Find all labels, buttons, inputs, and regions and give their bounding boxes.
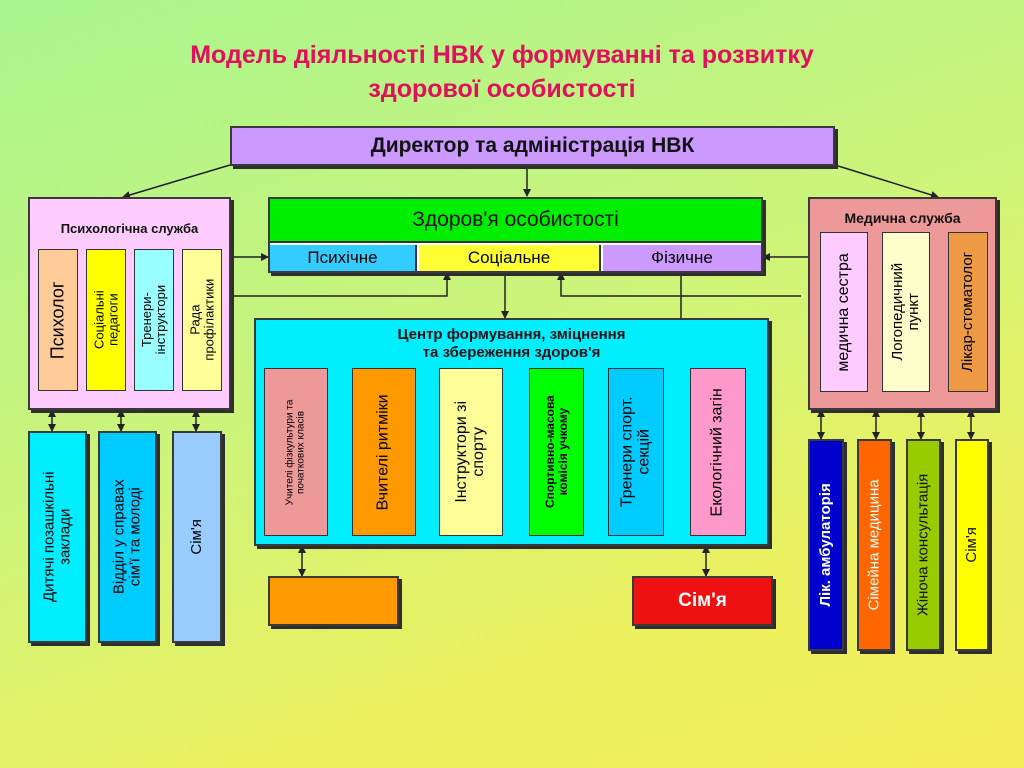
member-text: Рада (187, 304, 203, 336)
member-text: Спортивно-масова (542, 395, 557, 509)
dyusha-box (268, 576, 399, 626)
health-center-title: Центр формування, зміцнення та збереженн… (256, 326, 767, 362)
partner-text: Відділ у справах (110, 479, 128, 595)
partner-text: Жіноча консультація (914, 473, 932, 617)
partner-text: Дитячі позашкільні (40, 471, 58, 603)
member-text: Тренери- (139, 292, 155, 348)
center-title-line-1: Центр формування, зміцнення (397, 326, 626, 343)
aspect-psychic-label: Психічне (307, 248, 378, 267)
director-label: Директор та адміністрація НВК (370, 134, 695, 157)
health-center-panel: Центр формування, зміцнення та збереженн… (254, 318, 769, 546)
partner-text: Сім'я (963, 527, 981, 563)
psych-service-title: Психологічна служба (60, 221, 199, 236)
partner-text: заклади (56, 508, 74, 566)
center-member-rhythm-teachers: Вчителі ритміки (352, 368, 416, 536)
partner-text: Лік. амбулаторія (817, 483, 835, 607)
member-text: медична сестра (834, 252, 852, 372)
medical-member-dentist: Лікар-стоматолог (948, 232, 988, 392)
psych-member-psychologist: Психолог (38, 249, 78, 391)
medical-partner-womens-consultation: Жіноча консультація (906, 439, 941, 651)
member-text: Лікар-стоматолог (959, 251, 977, 373)
member-text: Соціальні (91, 290, 107, 350)
center-family-label: Сім'я (678, 590, 727, 611)
member-text: Логопедичний (889, 263, 907, 361)
member-text: педагоги (105, 293, 121, 347)
member-text: Вчителі ритміки (374, 394, 392, 510)
medical-service-panel: Медична служба медична сестра Логопедичн… (808, 197, 997, 410)
aspect-physical-label: Фізичне (651, 248, 713, 267)
center-family-box: Сім'я (632, 576, 773, 626)
psych-member-coaches: Тренери-інструктори (134, 249, 174, 391)
director-box: Директор та адміністрація НВК (230, 126, 835, 166)
health-title-box: Здоров'я особистості (270, 199, 761, 243)
title-line-2: здорової особистості (368, 75, 636, 103)
health-title: Здоров'я особистості (412, 208, 619, 231)
member-text: секцій (635, 429, 653, 475)
member-text: комісія учкому (555, 408, 570, 496)
member-text: профілактики (201, 279, 216, 361)
member-text: Екологічний загін (708, 387, 726, 517)
aspect-physical: Фізичне (603, 245, 761, 271)
medical-service-title: Медична служба (844, 210, 961, 226)
aspect-social-label: Соціальне (467, 248, 551, 267)
member-text: пункт (905, 293, 923, 331)
diagram-title: Модель діяльності НВК у формуванні та ро… (112, 38, 892, 106)
medical-member-nurse: медична сестра (820, 232, 868, 392)
member-text: Інструктори зі (453, 401, 471, 503)
center-member-section-coaches: Тренери спорт.секцій (608, 368, 664, 536)
member-text: Тренери спорт. (618, 396, 636, 508)
member-text: початкових класів (295, 410, 306, 494)
member-text: інструктори (153, 285, 168, 355)
member-text: спорту (470, 427, 488, 477)
member-text: Психолог (47, 281, 68, 359)
title-line-1: Модель діяльності НВК у формуванні та ро… (190, 41, 814, 69)
medical-partner-family: Сім'я (955, 439, 989, 651)
center-member-eco-squad: Екологічний загін (690, 368, 746, 536)
aspect-social: Соціальне (419, 245, 601, 271)
aspect-psychic: Психічне (270, 245, 417, 271)
partner-text: Сім'я (188, 519, 206, 555)
psych-partner-family: Сім'я (172, 431, 222, 643)
medical-partner-family-medicine: Сімейна медицина (857, 439, 892, 651)
partner-text: Сімейна медицина (865, 479, 883, 611)
partner-text: сім'ї та молоді (126, 487, 144, 587)
center-title-line-2: та збереження здоров'я (422, 344, 601, 361)
health-block: Здоров'я особистості Психічне Соціальне … (268, 197, 763, 273)
medical-partner-ambulatory: Лік. амбулаторія (808, 439, 844, 651)
